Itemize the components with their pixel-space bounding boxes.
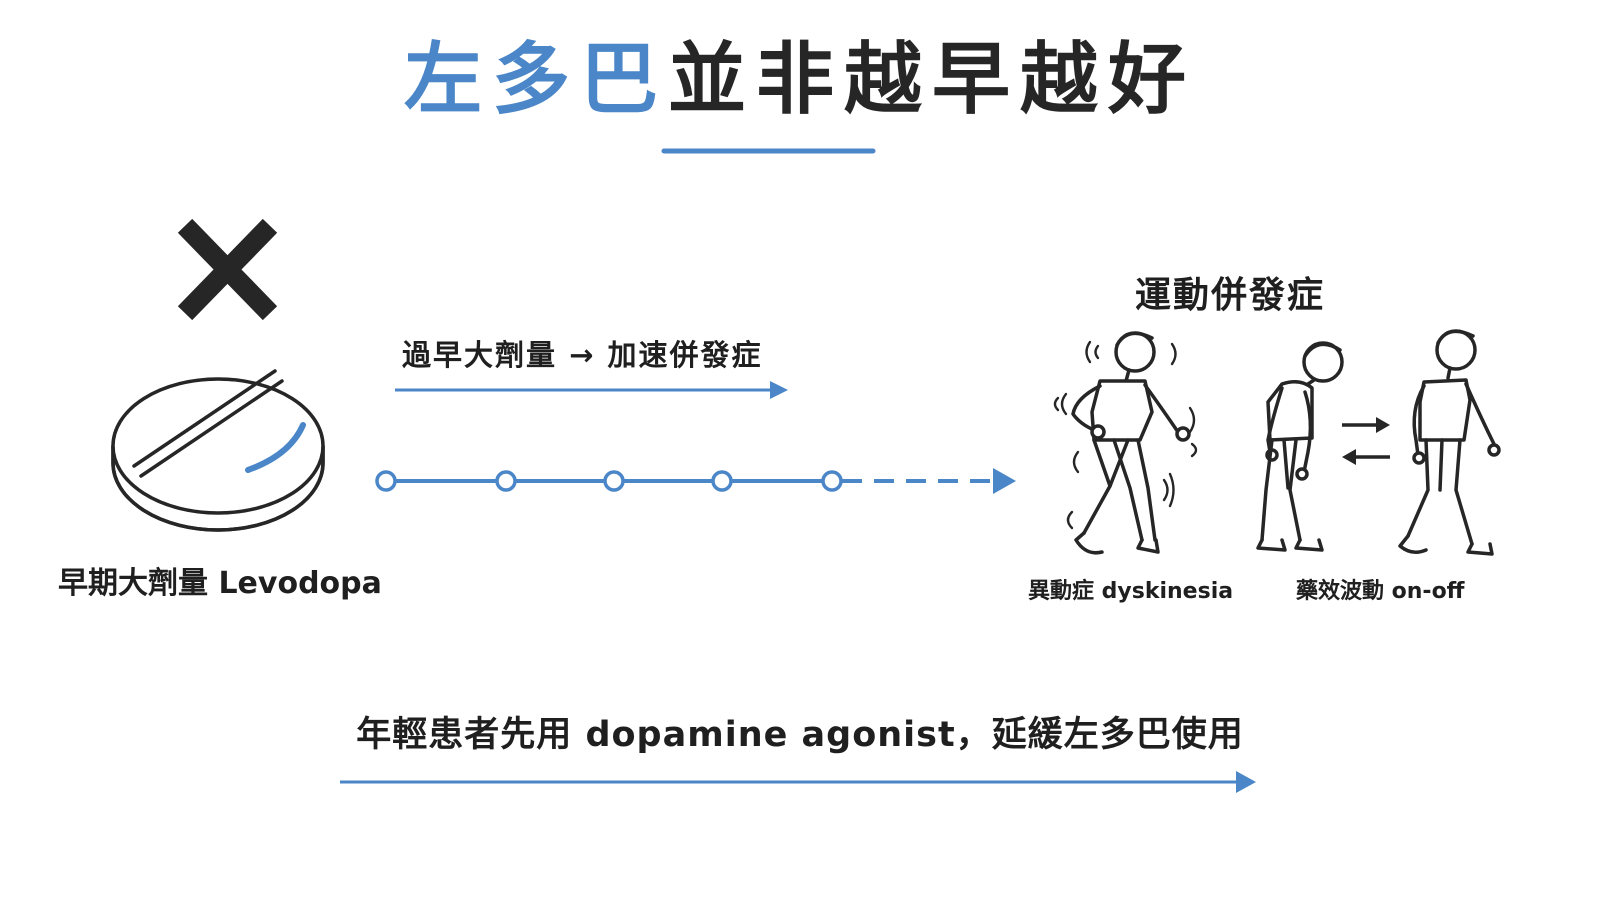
arrow-caption-label: 過早大劑量 → 加速併發症: [402, 338, 763, 372]
early-high-dose-label: 早期大劑量 Levodopa: [58, 566, 382, 601]
timeline: [375, 468, 1016, 494]
timeline-node: [603, 470, 625, 492]
page-title: 左多巴並非越早越好: [0, 30, 1600, 130]
bottom-arrow: [340, 771, 1256, 793]
complications-heading: 運動併發症: [1135, 275, 1326, 316]
timeline-node: [711, 470, 733, 492]
dyskinesia-label: 異動症 dyskinesia: [1028, 579, 1234, 604]
title-rest: 並非越早越好: [668, 35, 1197, 125]
on-off-label: 藥效波動 on-off: [1296, 579, 1465, 604]
slumped-figure-icon: [1256, 341, 1344, 552]
pill-icon: [111, 369, 325, 532]
timeline-nodes: [375, 470, 843, 492]
title-highlight: 左多巴: [403, 35, 668, 125]
x-mark-icon: [177, 218, 278, 321]
timeline-node: [375, 470, 397, 492]
walking-figure-icon: [1398, 329, 1501, 556]
bottom-caption-label: 年輕患者先用 dopamine agonist，延緩左多巴使用: [356, 715, 1244, 755]
timeline-node: [495, 470, 517, 492]
dyskinesia-figure-icon: [1053, 331, 1198, 555]
caption-arrow: [395, 381, 788, 399]
swap-arrows-icon: [1342, 417, 1390, 465]
timeline-node: [821, 470, 843, 492]
